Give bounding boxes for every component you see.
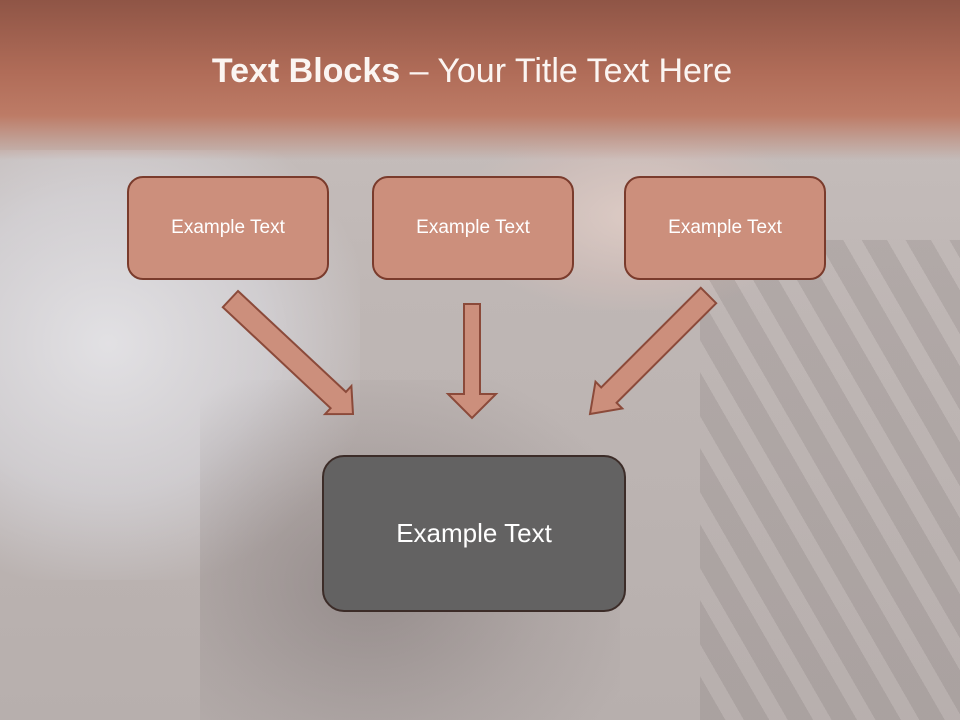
- text-block-3[interactable]: Example Text: [624, 176, 826, 280]
- arrow-middle: [445, 303, 499, 420]
- title-band: [0, 0, 960, 160]
- title-separator: –: [400, 52, 438, 90]
- text-block-3-label: Example Text: [668, 217, 782, 238]
- main-text-block[interactable]: Example Text: [322, 455, 626, 612]
- title-bold: Text Blocks: [211, 52, 401, 90]
- slide-title: Text Blocks – Your Title Text Here: [0, 52, 944, 91]
- arrow-left: [221, 289, 355, 416]
- text-block-1[interactable]: Example Text: [127, 176, 329, 280]
- text-block-2-label: Example Text: [416, 217, 530, 238]
- arrow-right: [588, 286, 718, 416]
- background-keyboard: [700, 240, 960, 720]
- main-text-block-label: Example Text: [396, 518, 552, 548]
- text-block-2[interactable]: Example Text: [372, 176, 574, 280]
- title-rest: Your Title Text Here: [437, 52, 733, 90]
- text-block-1-label: Example Text: [171, 217, 285, 238]
